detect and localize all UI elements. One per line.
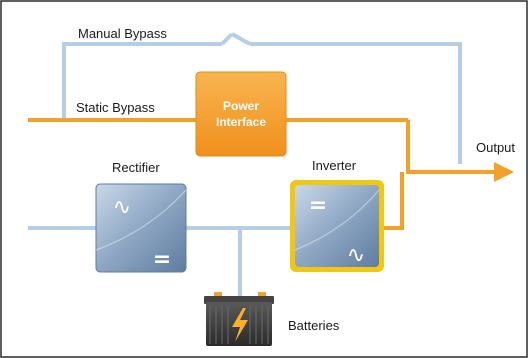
output-arrow — [408, 162, 514, 182]
inverter-label: Inverter — [312, 158, 357, 173]
lightning-bolt-icon — [232, 308, 248, 342]
dc-symbol-icon: = — [309, 193, 327, 218]
manual-bypass-label: Manual Bypass — [78, 26, 167, 41]
inverter-output-line — [380, 172, 404, 230]
ac-symbol-icon: ∿ — [347, 243, 365, 268]
output-label: Output — [476, 140, 515, 155]
power-interface-box: Power Interface — [195, 71, 287, 157]
inverter-box: = ∿ — [290, 180, 384, 272]
rectifier-box: ∿ = — [95, 183, 187, 273]
static-bypass-label: Static Bypass — [76, 100, 155, 115]
main-input-line — [28, 226, 292, 296]
dc-symbol-icon: = — [153, 247, 171, 272]
batteries-label: Batteries — [288, 318, 340, 333]
rectifier-label: Rectifier — [112, 160, 160, 175]
ac-symbol-icon: ∿ — [113, 195, 131, 220]
power-interface-label-line2: Interface — [216, 115, 266, 129]
power-interface-label-line1: Power — [223, 99, 259, 113]
manual-bypass-line — [62, 42, 462, 164]
manual-bypass-switch-icon — [220, 32, 251, 46]
battery-icon — [204, 292, 274, 346]
